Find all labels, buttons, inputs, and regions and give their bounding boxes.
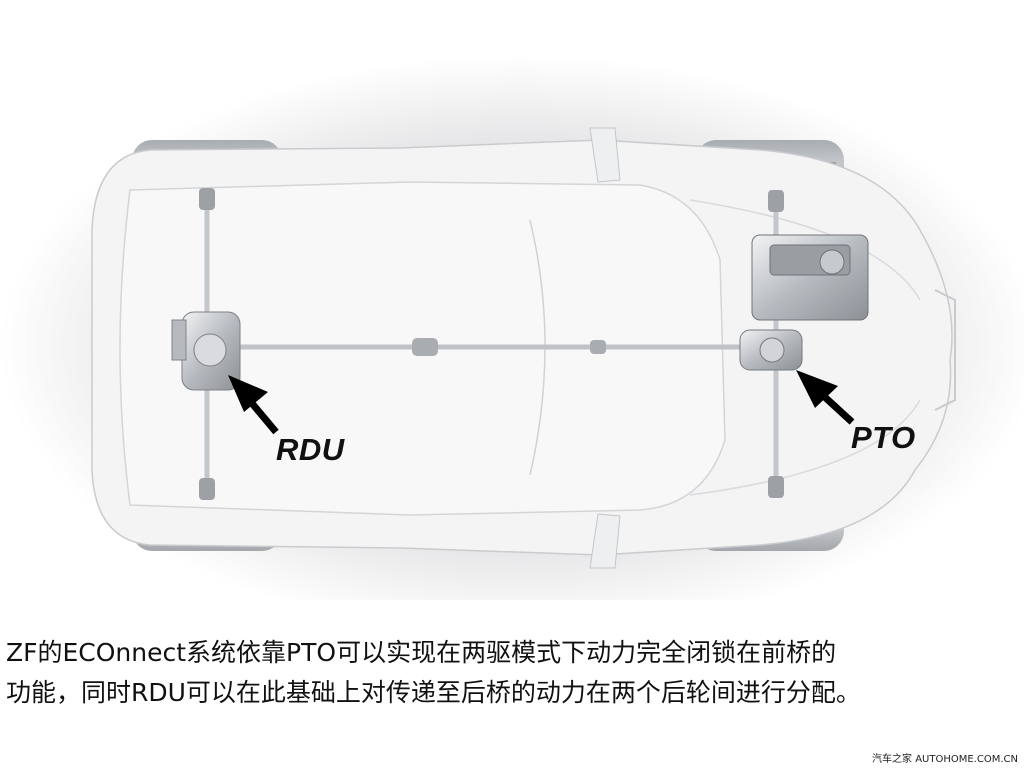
pto-unit <box>739 329 803 371</box>
caption-line-1: ZF的ECOnnect系统依靠PTO可以实现在两驱模式下动力完全闭锁在前桥的 <box>6 638 837 667</box>
caption-line-2: 功能，同时RDU可以在此基础上对传递至后桥的动力在两个后轮间进行分配。 <box>6 678 861 707</box>
mirror-bottom <box>589 513 621 569</box>
engine-block <box>751 234 869 321</box>
rdu-label: RDU <box>276 432 345 467</box>
cv-joints <box>199 188 784 500</box>
shaft-joint-center <box>412 338 438 356</box>
grille <box>934 289 956 411</box>
rdu-unit <box>171 311 241 391</box>
mirror-top <box>589 127 621 183</box>
watermark: 汽车之家 AUTOHOME.COM.CN <box>872 754 1018 765</box>
drivetrain-figure <box>0 55 1024 600</box>
pto-label: PTO <box>851 420 916 455</box>
pto-arrow <box>796 370 855 425</box>
rdu-arrow <box>228 375 279 435</box>
shaft-joint-front <box>590 340 606 354</box>
caption: ZF的ECOnnect系统依靠PTO可以实现在两驱模式下动力完全闭锁在前桥的 功… <box>6 633 1020 713</box>
